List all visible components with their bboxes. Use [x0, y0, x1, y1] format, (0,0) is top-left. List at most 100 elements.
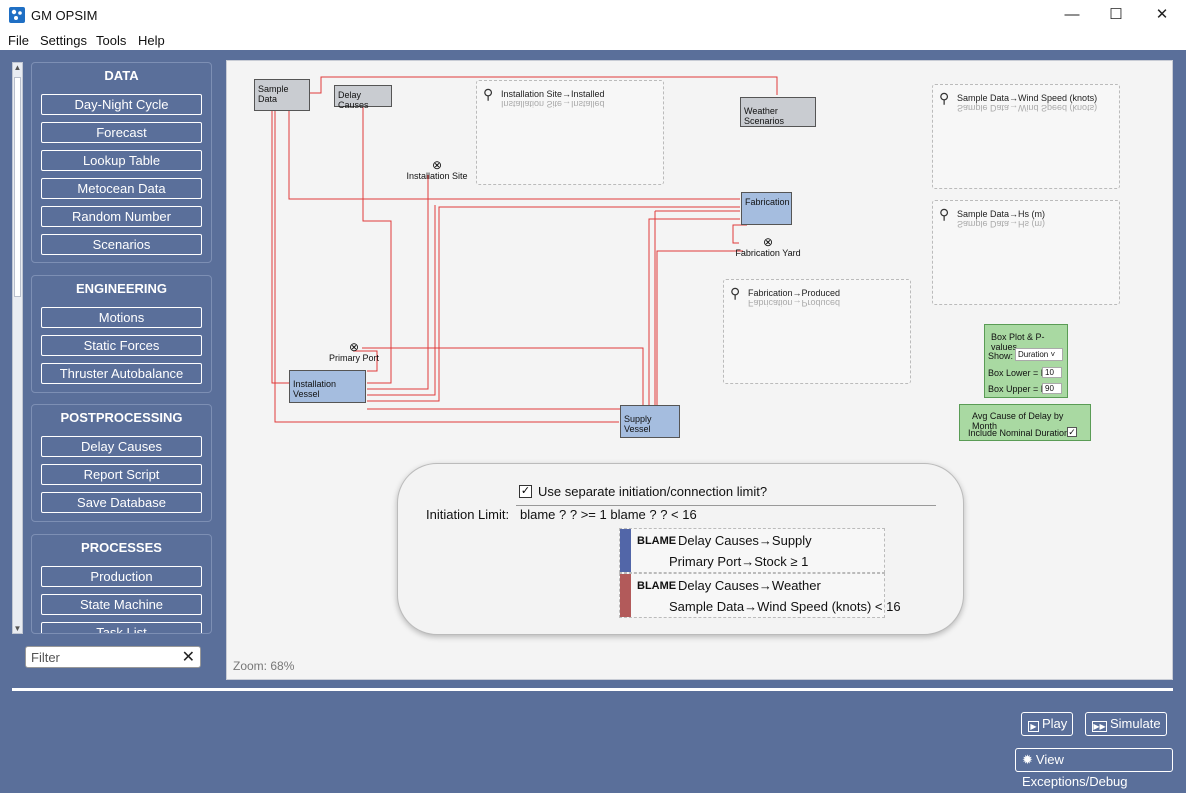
- box-lower-input[interactable]: 10: [1042, 367, 1062, 378]
- zoom-level: Zoom: 68%: [233, 659, 295, 673]
- location-icon: ⊗: [348, 340, 360, 354]
- avg-delay-title: Avg Cause of Delay by Month: [972, 411, 1064, 431]
- probe-icon: ⚲: [939, 206, 950, 222]
- blame-tag: BLAME: [637, 580, 677, 592]
- app-icon: [9, 7, 25, 23]
- node-weather-scenarios[interactable]: Weather Scenarios: [740, 97, 816, 127]
- divider: [12, 688, 1173, 691]
- delay-causes-button[interactable]: Delay Causes: [41, 436, 202, 457]
- separate-limit-label: Use separate initiation/connection limit…: [538, 484, 768, 499]
- blame-source: Delay Causes→Weather: [678, 578, 821, 593]
- simulate-button[interactable]: ▶▶Simulate: [1085, 712, 1167, 736]
- avg-delay-panel: Avg Cause of Delay by Month Include Nomi…: [959, 404, 1091, 441]
- day-night-cycle-button[interactable]: Day-Night Cycle: [41, 94, 202, 115]
- simulate-label: Simulate: [1110, 716, 1161, 731]
- forecast-button[interactable]: Forecast: [41, 122, 202, 143]
- bug-icon: ✹: [1022, 752, 1033, 767]
- scenarios-button[interactable]: Scenarios: [41, 234, 202, 255]
- node-supply-vessel[interactable]: Supply Vessel: [620, 405, 680, 438]
- debug-label: View Exceptions/Debug: [1022, 752, 1128, 789]
- marker-primary-port[interactable]: ⊗ Primary Port: [327, 341, 381, 363]
- group-title-processes: PROCESSES: [81, 540, 162, 555]
- node-fabrication[interactable]: Fabrication: [741, 192, 792, 225]
- scroll-thumb[interactable]: [14, 77, 21, 297]
- menu-settings[interactable]: Settings: [40, 33, 87, 48]
- marker-fabrication-yard[interactable]: ⊗ Fabrication Yard: [735, 236, 801, 258]
- probe-title: Sample Data→Wind Speed (knots): [957, 93, 1098, 103]
- sidebar-scrollbar[interactable]: ▲ ▼: [12, 62, 23, 634]
- group-title-data: DATA: [104, 68, 139, 83]
- node-delay-causes[interactable]: Delay Causes: [334, 85, 392, 110]
- play-icon: ▶: [1028, 721, 1039, 732]
- boxplot-panel: Box Plot & P-values Show: Duration ˅ Box…: [984, 324, 1068, 398]
- probe-icon: ⚲: [939, 90, 950, 106]
- minimize-button[interactable]: —: [1064, 6, 1080, 23]
- initiation-limit-input[interactable]: blame ? ? >= 1 blame ? ? < 16: [516, 505, 936, 523]
- random-number-button[interactable]: Random Number: [41, 206, 202, 227]
- blame-row[interactable]: BLAME Delay Causes→Weather Sample Data→W…: [619, 573, 901, 618]
- node-installation-vessel[interactable]: Installation Vessel: [289, 370, 366, 403]
- lookup-table-button[interactable]: Lookup Table: [41, 150, 202, 171]
- probe-title: Fabrication→Produced: [748, 288, 841, 298]
- initiation-limit-label: Initiation Limit:: [426, 507, 510, 522]
- scroll-down-icon[interactable]: ▼: [13, 624, 22, 633]
- probe-icon: ⚲: [483, 86, 494, 102]
- fast-forward-icon: ▶▶: [1092, 721, 1107, 732]
- menu-help[interactable]: Help: [138, 33, 165, 48]
- group-engineering: ENGINEERING Motions Static Forces Thrust…: [31, 275, 212, 393]
- thruster-autobalance-button[interactable]: Thruster Autobalance: [41, 363, 202, 384]
- blame-color-bar: [620, 529, 631, 572]
- clear-filter-icon[interactable]: ✕: [181, 649, 195, 666]
- production-button[interactable]: Production: [41, 566, 202, 587]
- blame-row[interactable]: BLAME Delay Causes→Supply Primary Port→S…: [619, 528, 885, 573]
- static-forces-button[interactable]: Static Forces: [41, 335, 202, 356]
- filter-input[interactable]: Filter ✕: [25, 646, 201, 668]
- marker-label: Fabrication Yard: [735, 248, 801, 258]
- view-exceptions-button[interactable]: ✹View Exceptions/Debug: [1015, 748, 1173, 789]
- probe-installation-installed[interactable]: ⚲ Installation Site→Installed Installati…: [476, 80, 664, 185]
- save-database-button[interactable]: Save Database: [41, 492, 202, 513]
- separate-limit-checkbox[interactable]: ✓: [519, 485, 532, 498]
- probe-fabrication-produced[interactable]: ⚲ Fabrication→Produced Fabrication→Produ…: [723, 279, 911, 384]
- node-sample-data[interactable]: Sample Data: [254, 79, 310, 111]
- probe-hs[interactable]: ⚲ Sample Data→Hs (m) Sample Data→Hs (m): [932, 200, 1120, 305]
- probe-icon: ⚲: [730, 285, 741, 301]
- marker-installation-site[interactable]: ⊗ Installation Site: [405, 159, 469, 181]
- probe-reflection: Installation Site→Installed: [501, 99, 605, 109]
- play-button[interactable]: ▶Play: [1021, 712, 1073, 736]
- play-label: Play: [1042, 716, 1068, 731]
- close-button[interactable]: ✕: [1155, 6, 1169, 23]
- box-lower-label: Box Lower = P: [988, 368, 1047, 378]
- blame-tag: BLAME: [637, 535, 677, 547]
- menu-tools[interactable]: Tools: [96, 33, 127, 48]
- group-title-postprocessing: POSTPROCESSING: [60, 410, 183, 425]
- group-processes: PROCESSES Production State Machine Task …: [31, 534, 212, 634]
- show-select[interactable]: Duration ˅: [1015, 348, 1063, 361]
- location-icon: ⊗: [762, 235, 774, 249]
- probe-wind-speed[interactable]: ⚲ Sample Data→Wind Speed (knots) Sample …: [932, 84, 1120, 189]
- marker-label: Primary Port: [328, 353, 379, 363]
- group-title-engineering: ENGINEERING: [75, 281, 167, 296]
- menu-bar: File Settings Tools Help: [0, 31, 1186, 50]
- maximize-button[interactable]: ☐: [1109, 6, 1123, 23]
- probe-title: Sample Data→Hs (m): [957, 209, 1046, 219]
- menu-file[interactable]: File: [8, 33, 29, 48]
- flow-canvas[interactable]: Sample Data Delay Causes Weather Scenari…: [226, 60, 1173, 680]
- state-machine-button[interactable]: State Machine: [41, 594, 202, 615]
- nominal-label: Include Nominal Duration: [968, 428, 1070, 438]
- task-list-button[interactable]: Task List: [41, 622, 202, 633]
- blame-color-bar: [620, 574, 631, 617]
- group-postprocessing: POSTPROCESSING Delay Causes Report Scrip…: [31, 404, 212, 522]
- location-icon: ⊗: [431, 158, 443, 172]
- blame-condition: Primary Port→Stock ≥ 1: [669, 554, 809, 569]
- scroll-up-icon[interactable]: ▲: [13, 63, 22, 72]
- box-upper-input[interactable]: 90: [1042, 383, 1062, 394]
- blame-source: Delay Causes→Supply: [678, 533, 812, 548]
- nominal-checkbox[interactable]: ✓: [1067, 427, 1077, 437]
- metocean-data-button[interactable]: Metocean Data: [41, 178, 202, 199]
- marker-label: Installation Site: [406, 171, 468, 181]
- report-script-button[interactable]: Report Script: [41, 464, 202, 485]
- filter-placeholder: Filter: [31, 650, 60, 665]
- motions-button[interactable]: Motions: [41, 307, 202, 328]
- show-label: Show:: [988, 351, 1014, 361]
